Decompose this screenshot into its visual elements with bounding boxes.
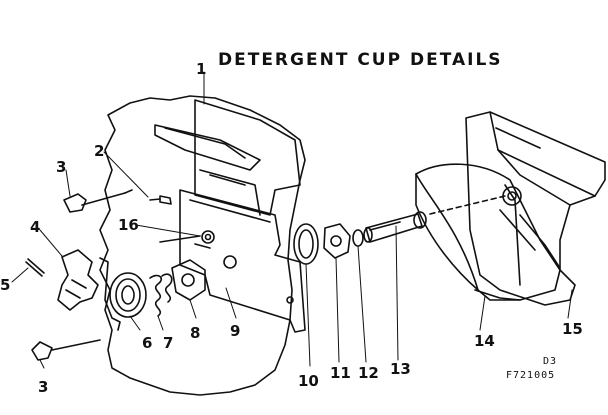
callout-14: 14	[474, 332, 495, 350]
callout-6: 6	[142, 334, 152, 352]
part-16-pivot	[201, 230, 215, 244]
callout-7: 7	[163, 334, 173, 352]
dispenser-housing	[194, 99, 301, 216]
callout-labels: 1 2 3 4 5 16 6 7 8 9 10 11 12 13 14 15 3	[0, 60, 583, 396]
mounting-plate	[179, 189, 306, 333]
washer-part-12	[352, 229, 364, 247]
spring-part-7	[149, 274, 163, 317]
screw-3-upper	[63, 193, 87, 213]
door-panel-outline	[99, 95, 306, 396]
latch-part-4	[57, 249, 99, 311]
shaft-part-13	[365, 213, 423, 243]
callout-3-upper: 3	[56, 158, 66, 176]
cup-part-14	[415, 163, 561, 301]
drawing-code-line1: D3	[543, 356, 558, 367]
spring-part-6	[109, 272, 147, 318]
callout-8: 8	[190, 324, 200, 342]
drawing-code-line2: F721005	[506, 370, 556, 381]
callout-11: 11	[330, 364, 351, 382]
pin-part-5	[25, 261, 43, 277]
callout-9: 9	[230, 322, 240, 340]
callout-15: 15	[562, 320, 583, 338]
callout-12: 12	[358, 364, 379, 382]
screw-2	[159, 195, 172, 205]
callout-5: 5	[0, 276, 10, 294]
cover-part-15	[465, 111, 606, 306]
callout-2: 2	[94, 142, 104, 160]
screw-3-lower	[31, 341, 53, 361]
callout-16: 16	[118, 216, 139, 234]
callout-4: 4	[30, 218, 40, 236]
callout-3-lower: 3	[38, 378, 48, 396]
callout-10: 10	[298, 372, 319, 390]
diagram-title: DETERGENT CUP DETAILS	[218, 50, 503, 70]
callout-13: 13	[390, 360, 411, 378]
callout-1: 1	[196, 60, 206, 78]
cam-part-8	[171, 259, 206, 301]
nut-part-11	[323, 223, 351, 259]
